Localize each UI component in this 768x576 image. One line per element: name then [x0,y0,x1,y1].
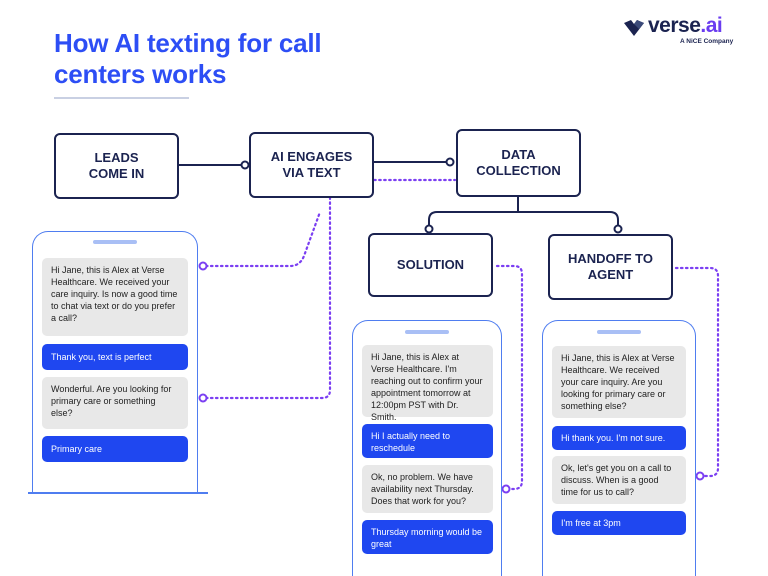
chat-bubble-incoming: Hi Jane, this is Alex at Verse Healthcar… [362,345,493,422]
chat-bubble-outgoing: I'm free at 3pm [552,511,686,535]
chat-bubble-outgoing: Thank you, text is perfect [42,344,188,370]
dotted-link-phone1-engages [204,210,322,268]
chat-bubble-incoming: Hi Jane, this is Alex at Verse Healthcar… [552,346,686,418]
chat-bubble-outgoing: Hi I actually need to reschedule [362,424,493,458]
chat-bubble-outgoing: Hi thank you. I'm not sure. [552,426,686,450]
chat-bubble-incoming: Hi Jane, this is Alex at Verse Healthcar… [42,258,188,336]
chat-bubble-incoming: Wonderful. Are you looking for primary c… [42,377,188,429]
step-solution: SOLUTION [368,233,493,297]
chat-bubble-incoming: Ok, let's get you on a call to discuss. … [552,456,686,504]
phone-speaker [597,330,641,334]
chat-bubble-outgoing: Primary care [42,436,188,462]
phone-speaker [93,240,137,244]
phone-baseline [28,492,208,494]
page-title: How AI texting for call centers works [54,28,322,89]
dotted-link-solution-phone2 [495,264,524,491]
logo-wordmark: verse.ai [648,14,723,37]
phone-speaker [405,330,449,334]
verse-heart-mark-icon [624,20,644,36]
dotted-link-handoff-phone3 [674,266,720,478]
logo-tagline: A NiCE Company [680,38,734,45]
brand-logo: verse.ai A NiCE Company [622,14,746,48]
connector-collection-branches [428,197,619,230]
chat-bubble-incoming: Ok, no problem. We have availability nex… [362,465,493,513]
step-data-collection: DATA COLLECTION [456,129,581,197]
step-handoff-to-agent: HANDOFF TO AGENT [548,234,673,300]
step-leads-come-in: LEADS COME IN [54,133,179,199]
step-ai-engages-via-text: AI ENGAGES VIA TEXT [249,132,374,198]
title-underline [54,97,189,99]
chat-bubble-outgoing: Thursday morning would be great [362,520,493,554]
